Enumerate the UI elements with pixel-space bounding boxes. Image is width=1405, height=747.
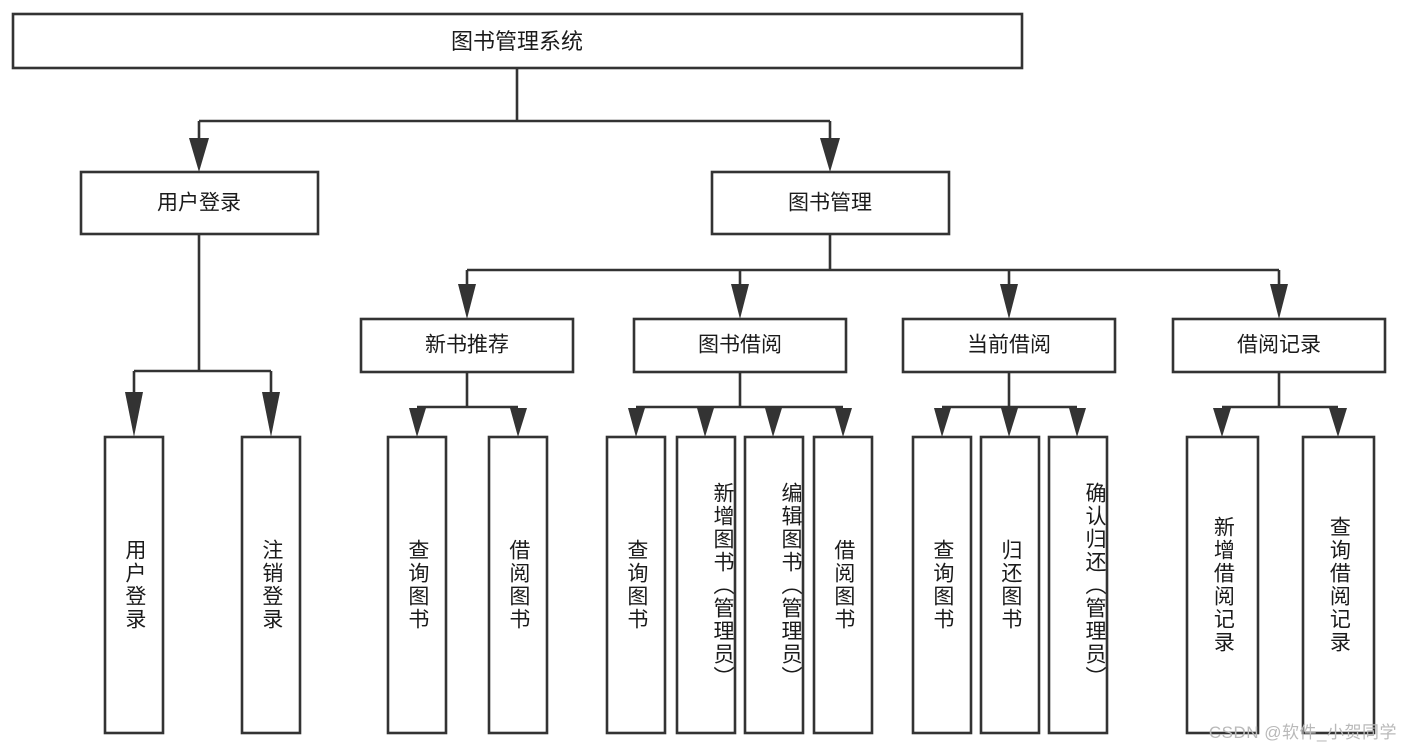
arrow-head-record-leaf-2 (1329, 408, 1347, 437)
node-borrow-record-box[interactable] (1171, 317, 1387, 374)
node-book-borrow-label: 图书借阅 (698, 334, 782, 357)
arrow-head-current-leaf-3 (1069, 408, 1086, 437)
connector-group-current (934, 372, 1086, 437)
arrow-head-record-leaf-1 (1213, 408, 1231, 437)
node-current-borrow[interactable]: 当前借阅 (901, 317, 1117, 374)
leaf-box-current-borrow-2[interactable] (979, 435, 1041, 735)
arrow-head-borrow-leaf-4 (835, 408, 852, 437)
leaf-box-user-login-1[interactable] (103, 435, 165, 735)
arrow-head-bookmgmt-to-newbook (458, 284, 476, 319)
arrow-head-root-to-bookmgmt (820, 138, 840, 172)
node-book-borrow-box[interactable] (632, 317, 848, 374)
node-root-system[interactable]: 图书管理系统 (11, 12, 1024, 70)
arrow-head-newbook-leaf-2 (510, 408, 527, 437)
leaf-box-book-borrow-4[interactable] (812, 435, 874, 735)
leaf-box-current-borrow-1[interactable] (911, 435, 973, 735)
node-root-system-box[interactable] (11, 12, 1024, 70)
node-current-borrow-box[interactable] (901, 317, 1117, 374)
node-book-management[interactable]: 图书管理 (710, 170, 951, 236)
watermark-text: CSDN @软件_小贺同学 (1208, 723, 1397, 742)
arrow-head-borrow-leaf-2 (697, 408, 714, 437)
node-new-book-recommend-label: 新书推荐 (425, 334, 509, 357)
leaf-box-current-borrow-3[interactable] (1047, 435, 1109, 735)
arrow-head-bookmgmt-to-borrow (731, 284, 749, 319)
connector-group-root (189, 68, 840, 172)
arrow-head-current-leaf-2 (1001, 408, 1018, 437)
leaf-box-new-book-1[interactable] (386, 435, 448, 735)
node-root-system-label: 图书管理系统 (451, 29, 583, 54)
arrow-head-bookmgmt-to-record (1270, 284, 1288, 319)
arrow-head-borrow-leaf-3 (765, 408, 782, 437)
node-current-borrow-label: 当前借阅 (967, 334, 1051, 357)
arrow-head-newbook-leaf-1 (409, 408, 426, 437)
node-user-login-box[interactable] (79, 170, 320, 236)
node-borrow-record[interactable]: 借阅记录 (1171, 317, 1387, 374)
node-new-book-recommend[interactable]: 新书推荐 (359, 317, 575, 374)
connector-group-bookmgmt (458, 234, 1288, 319)
arrow-head-userlogin-leaf-1 (125, 392, 143, 437)
leaf-box-user-login-2[interactable] (240, 435, 302, 735)
leaf-box-borrow-record-1[interactable] (1185, 435, 1260, 735)
leaf-box-new-book-2[interactable] (487, 435, 549, 735)
connector-group-userlogin (125, 234, 280, 437)
node-user-login[interactable]: 用户登录 (79, 170, 320, 236)
arrow-head-userlogin-leaf-2 (262, 392, 280, 437)
connector-group-newbook (409, 372, 527, 437)
leaf-box-book-borrow-1[interactable] (605, 435, 667, 735)
leaf-box-book-borrow-2[interactable] (675, 435, 737, 735)
arrow-head-bookmgmt-to-current (1000, 284, 1018, 319)
leaf-box-book-borrow-3[interactable] (743, 435, 805, 735)
leaf-box-borrow-record-2[interactable] (1301, 435, 1376, 735)
node-user-login-label: 用户登录 (157, 192, 241, 215)
arrow-head-borrow-leaf-1 (628, 408, 645, 437)
connector-group-record (1213, 372, 1347, 437)
arrow-head-current-leaf-1 (934, 408, 951, 437)
node-new-book-recommend-box[interactable] (359, 317, 575, 374)
node-borrow-record-label: 借阅记录 (1237, 334, 1321, 357)
connector-group-borrow (628, 372, 852, 437)
arrow-head-root-to-userlogin (189, 138, 209, 172)
node-book-management-label: 图书管理 (788, 192, 872, 215)
node-book-management-box[interactable] (710, 170, 951, 236)
node-book-borrow[interactable]: 图书借阅 (632, 317, 848, 374)
